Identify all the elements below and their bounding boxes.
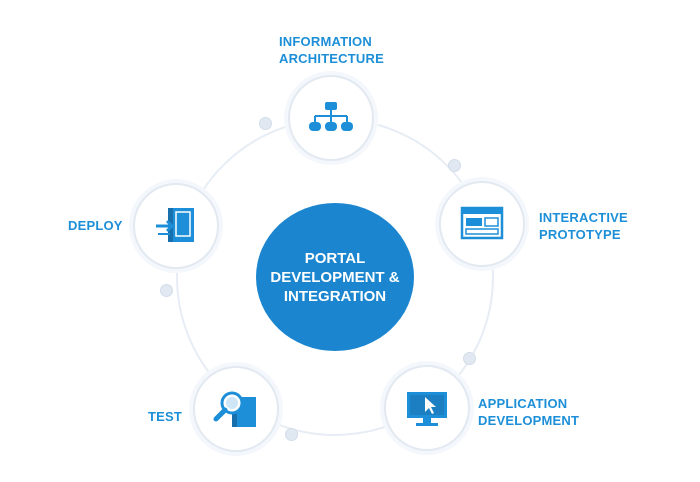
- wireframe-icon: [460, 206, 504, 240]
- sitemap-icon: [309, 102, 353, 131]
- ring-dot: [259, 117, 272, 130]
- step-test[interactable]: [193, 366, 279, 452]
- center-circle: PORTAL DEVELOPMENT & INTEGRATION: [256, 203, 414, 351]
- center-title-line: INTEGRATION: [283, 287, 387, 305]
- magnifier-icon: [213, 391, 256, 427]
- step-label-information-architecture: INFORMATION ARCHITECTURE: [279, 34, 384, 66]
- step-label-deploy: DEPLOY: [68, 218, 123, 233]
- ring-dot: [463, 352, 476, 365]
- monitor-cursor-icon: [407, 392, 447, 426]
- ring-dot: [160, 284, 173, 297]
- center-title-line: PORTAL: [304, 249, 366, 267]
- step-deploy[interactable]: [133, 183, 219, 269]
- step-information-architecture[interactable]: [288, 75, 374, 161]
- ring-dot: [285, 428, 298, 441]
- step-label-test: TEST: [148, 409, 183, 424]
- deploy-icon: [156, 208, 194, 242]
- step-label-application-development: APPLICATION DEVELOPMENT: [478, 396, 580, 428]
- center-title-line: DEVELOPMENT &: [270, 268, 400, 286]
- step-interactive-prototype[interactable]: [439, 181, 525, 267]
- step-application-development[interactable]: [384, 365, 470, 451]
- ring-dot: [448, 159, 461, 172]
- step-label-interactive-prototype: INTERACTIVE PROTOTYPE: [539, 210, 628, 242]
